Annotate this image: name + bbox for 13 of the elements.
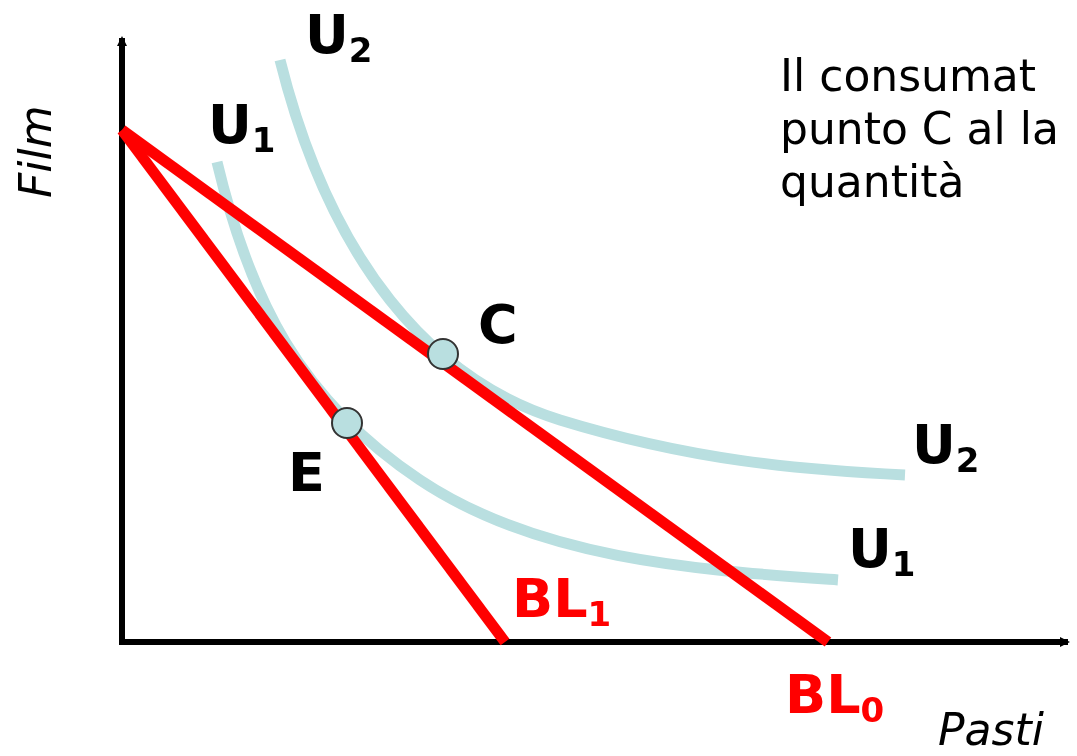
note-text: Il consumat punto C al la quantità — [780, 50, 1060, 209]
curve-label: U$_{2}$ — [912, 418, 980, 477]
curve-label: U$_{2}$ — [305, 8, 373, 67]
curve-label: U$_{1}$ — [208, 98, 276, 157]
curve-label: U$_{1}$ — [848, 522, 916, 581]
axis-label: Film — [14, 105, 58, 198]
axis-label: Pasti — [938, 708, 1044, 752]
point-marker — [427, 338, 459, 370]
point-label: E — [288, 446, 325, 500]
line-label: BL$_{0}$ — [785, 668, 885, 727]
point-label: C — [478, 298, 518, 352]
point-marker — [331, 407, 363, 439]
line-label: BL$_{1}$ — [512, 572, 612, 631]
